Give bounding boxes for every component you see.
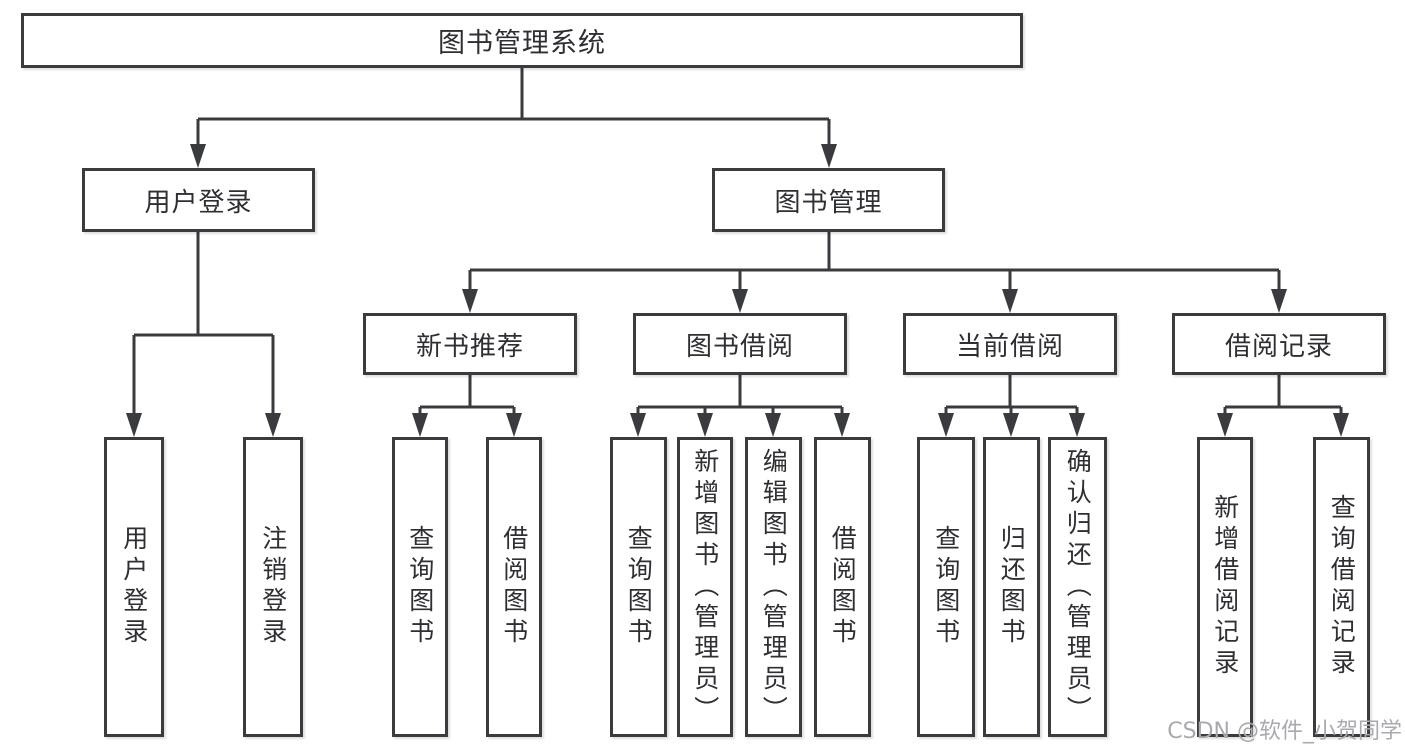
node-label: 归还图书 (997, 525, 1027, 649)
node-label: 新增借阅记录 (1210, 494, 1240, 680)
leaf-query-borrow-record: 查询借阅记录 (1313, 437, 1370, 737)
node-label: 编辑图书（管理员） (759, 447, 789, 727)
leaf-logout: 注销登录 (243, 437, 303, 737)
node-label: 图书管理系统 (438, 28, 606, 59)
node-label: 新书推荐 (415, 331, 524, 362)
node-label: 查询图书 (931, 525, 961, 649)
node-library-management-system: 图书管理系统 (21, 13, 1023, 68)
leaf-add-books-admin: 新增图书（管理员） (677, 437, 733, 737)
node-label: 注销登录 (258, 525, 288, 649)
leaf-return-books: 归还图书 (983, 437, 1040, 737)
leaf-borrow-books-recommend: 借阅图书 (486, 437, 542, 737)
node-label: 新增图书（管理员） (690, 447, 720, 727)
node-borrowing-records: 借阅记录 (1172, 313, 1386, 375)
node-book-management: 图书管理 (712, 168, 945, 232)
node-current-borrowing: 当前借阅 (903, 313, 1117, 375)
leaf-user-login: 用户登录 (104, 437, 164, 737)
leaf-query-books-current: 查询图书 (917, 437, 975, 737)
node-label: 借阅图书 (499, 525, 529, 649)
node-label: 图书借阅 (685, 331, 794, 362)
watermark: CSDN @软件_小贺同学 (1167, 719, 1402, 744)
node-label: 当前借阅 (955, 331, 1064, 362)
node-label: 用户登录 (119, 525, 149, 649)
node-label: 查询借阅记录 (1327, 494, 1357, 680)
node-label: 借阅图书 (828, 525, 858, 649)
leaf-query-books-borrow: 查询图书 (610, 437, 667, 737)
leaf-query-books-recommend: 查询图书 (392, 437, 448, 737)
node-label: 确认归还（管理员） (1063, 447, 1093, 727)
node-label: 查询图书 (624, 525, 654, 649)
node-label: 图书管理 (774, 187, 883, 218)
node-user-login: 用户登录 (82, 168, 315, 232)
leaf-borrow-books: 借阅图书 (814, 437, 871, 737)
node-label: 用户登录 (144, 187, 253, 218)
node-book-borrowing: 图书借阅 (633, 313, 847, 375)
node-label: 查询图书 (405, 525, 435, 649)
leaf-confirm-return-admin: 确认归还（管理员） (1048, 437, 1107, 737)
leaf-add-borrow-record: 新增借阅记录 (1197, 437, 1253, 737)
node-new-book-recommendation: 新书推荐 (363, 313, 577, 375)
node-label: 借阅记录 (1224, 331, 1333, 362)
leaf-edit-books-admin: 编辑图书（管理员） (745, 437, 802, 737)
